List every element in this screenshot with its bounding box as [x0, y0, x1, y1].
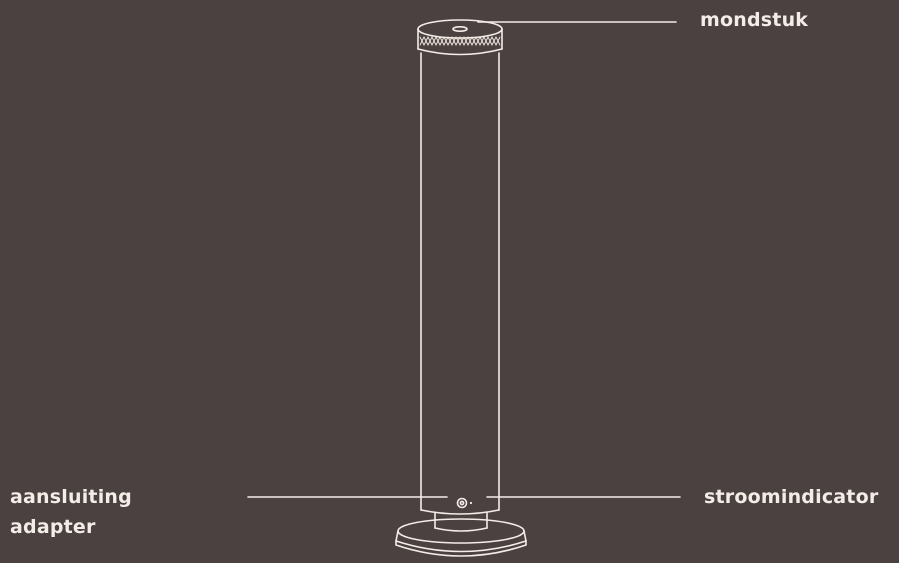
knurl-pattern: [419, 36, 501, 46]
mouthpiece-cap: [417, 19, 503, 56]
power-indicator-icon: [456, 497, 473, 509]
label-stroomindicator: stroomindicator: [704, 486, 879, 508]
label-aansluiting-line-1: aansluiting: [10, 486, 132, 508]
label-aansluiting-line-2: adapter: [10, 516, 96, 538]
label-aansluiting-adapter: aansluiting adapter: [10, 482, 132, 542]
charging-base: [395, 512, 527, 557]
label-mondstuk: mondstuk: [700, 9, 809, 31]
device-body: [420, 52, 500, 515]
